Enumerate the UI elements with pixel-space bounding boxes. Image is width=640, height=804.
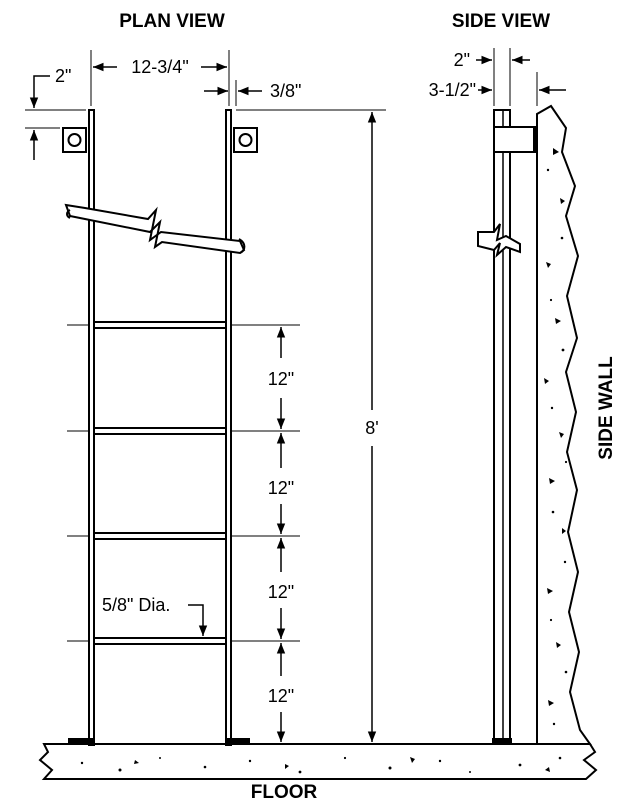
rung (67, 532, 300, 540)
left-rail-foot (68, 738, 94, 745)
right-rail-foot (226, 738, 250, 745)
wall-offset-label: 3-1/2" (429, 80, 476, 100)
rung (67, 637, 300, 645)
wall-offset-dimension: 3-1/2" (429, 72, 566, 106)
side-wall-label: SIDE WALL (596, 356, 617, 460)
plan-break-band (64, 203, 246, 255)
rail-thickness-label: 3/8" (270, 81, 301, 101)
rungs (67, 321, 300, 645)
rung-diameter-label: 5/8" Dia. (102, 595, 170, 615)
side-break-band (477, 223, 521, 258)
rung (67, 321, 300, 329)
rail-spacing-label: 12-3/4" (131, 57, 188, 77)
floor-label: FLOOR (251, 782, 318, 803)
side-rail-width-label: 2" (454, 50, 470, 70)
plan-view-title: PLAN VIEW (119, 11, 225, 32)
side-view-rail (492, 109, 512, 745)
side-wall (536, 104, 592, 745)
floor-slab (38, 743, 598, 780)
side-view-title: SIDE VIEW (452, 11, 550, 32)
left-wall-bracket (62, 127, 87, 153)
rung-spacing-label: 12" (268, 369, 294, 389)
height-label: 8' (365, 418, 378, 438)
right-wall-bracket (233, 127, 258, 153)
top-offset-dimension: 2" (25, 66, 86, 160)
height-dimension: 8' (236, 109, 386, 742)
top-offset-label: 2" (55, 66, 71, 86)
rail-thickness-dimension: 3/8" (204, 80, 301, 106)
rung (67, 427, 300, 435)
rung-diameter-callout: 5/8" Dia. (102, 595, 208, 636)
side-rail-width-dimension: 2" (454, 48, 530, 106)
rung-spacing-label: 12" (268, 582, 294, 602)
rung-spacing-label: 12" (268, 478, 294, 498)
side-wall-bracket (493, 126, 538, 153)
rung-spacing-dimensions: 12" 12" 12" 12" (268, 327, 294, 742)
rung-spacing-label: 12" (268, 686, 294, 706)
rail-spacing-dimension: 12-3/4" (90, 50, 230, 106)
